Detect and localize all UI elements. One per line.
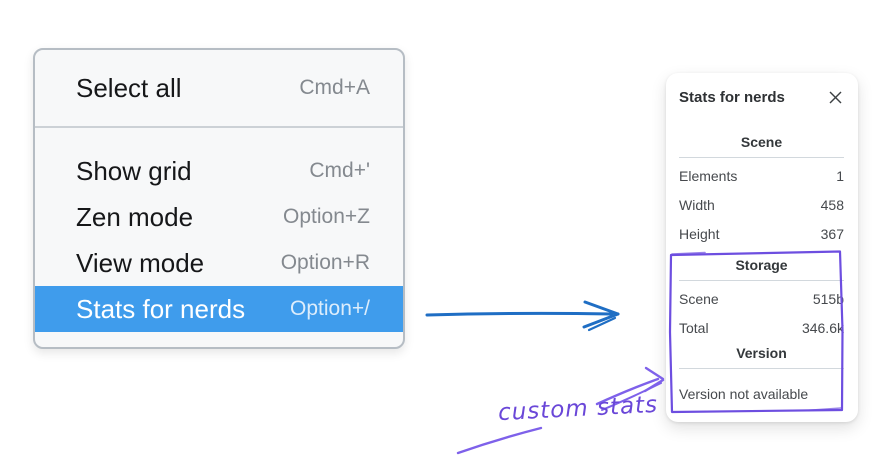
menu-item-select-all[interactable]: Select all Cmd+A [35, 50, 403, 126]
menu-item-shortcut: Cmd+A [299, 76, 370, 99]
purple-arrow [456, 366, 665, 455]
stat-value: 346.6k [801, 319, 844, 336]
stat-row-elements: Elements 1 [679, 161, 844, 190]
menu-item-label: Show grid [76, 155, 192, 186]
menu-item-zen-mode[interactable]: Zen mode Option+Z [35, 194, 403, 240]
menu-separator [35, 126, 403, 128]
stat-label: Width [679, 196, 715, 213]
stat-row-width: Width 458 [679, 190, 844, 219]
stat-value: 515b [812, 290, 844, 307]
divider [679, 157, 844, 158]
custom-stats-annotation: custom stats [497, 391, 659, 427]
menu-item-view-mode[interactable]: View mode Option+R [35, 240, 403, 286]
stats-panel-header: Stats for nerds [679, 87, 844, 107]
stats-panel: Stats for nerds Scene Elements 1 Width 4… [666, 73, 858, 422]
section-header-version: Version [736, 345, 787, 361]
menu-item-show-grid[interactable]: Show grid Cmd+' [35, 148, 403, 194]
context-menu: Select all Cmd+A Show grid Cmd+' Zen mod… [33, 48, 405, 349]
stat-label: Elements [679, 167, 738, 184]
section-header-scene: Scene [740, 134, 783, 150]
menu-item-shortcut: Cmd+' [309, 159, 370, 182]
stat-label: Scene [679, 290, 719, 307]
stat-row-height: Height 367 [679, 219, 844, 248]
stat-row-scene-storage: Scene 515b [679, 284, 844, 313]
menu-item-shortcut: Option+R [280, 251, 370, 274]
stat-row-total-storage: Total 346.6k [679, 313, 844, 342]
menu-item-label: View mode [76, 247, 205, 278]
menu-item-label: Select all [76, 72, 182, 103]
menu-group: Show grid Cmd+' Zen mode Option+Z View m… [35, 128, 403, 332]
close-icon[interactable] [826, 88, 844, 106]
menu-item-shortcut: Option+Z [283, 205, 370, 228]
menu-item-stats-for-nerds[interactable]: Stats for nerds Option+/ [35, 286, 403, 332]
stat-label: Height [679, 225, 720, 242]
stat-value: 367 [820, 225, 844, 242]
divider [679, 368, 844, 369]
stat-value: 458 [820, 196, 844, 213]
blue-arrow [425, 300, 620, 332]
section-header-storage: Storage [735, 257, 788, 273]
divider [679, 280, 844, 281]
menu-item-shortcut: Option+/ [290, 297, 370, 320]
version-note: Version not available [679, 386, 809, 402]
stat-label: Total [679, 319, 709, 336]
menu-item-label: Stats for nerds [76, 293, 246, 324]
menu-item-label: Zen mode [76, 201, 194, 232]
stat-value: 1 [836, 167, 844, 184]
stats-panel-title: Stats for nerds [679, 88, 785, 106]
